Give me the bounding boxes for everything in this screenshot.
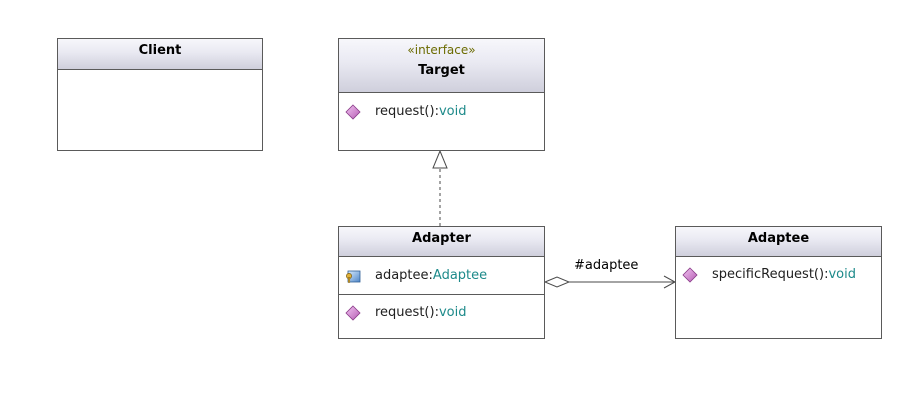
type-separator: : (434, 305, 439, 320)
class-client-name: Client (138, 43, 182, 58)
class-adapter-header: Adapter (339, 227, 544, 257)
class-target-operations: request():void (339, 93, 544, 150)
class-target-header: «interface» Target (339, 39, 544, 93)
operation-row[interactable]: request():void (339, 304, 544, 322)
operation-signature: request():void (375, 304, 466, 322)
class-adaptee-name: Adaptee (747, 231, 810, 246)
class-adaptee[interactable]: Adaptee specificRequest():void (675, 226, 882, 339)
class-target-name: Target (418, 63, 465, 78)
public-operation-icon (345, 104, 361, 120)
operation-return-type: void (438, 104, 467, 119)
operation-return-type: void (828, 267, 856, 282)
attribute-name: adaptee (375, 268, 429, 283)
public-operation-icon (345, 305, 361, 321)
class-adaptee-header: Adaptee (676, 227, 881, 257)
class-adapter[interactable]: Adapter adaptee:Adaptee (338, 226, 545, 339)
operation-name: request() (375, 305, 435, 320)
aggregation-diamond (543, 276, 571, 288)
type-separator: : (824, 267, 829, 282)
class-client[interactable]: Client (57, 38, 263, 151)
class-adapter-name: Adapter (412, 231, 471, 246)
class-target-stereotype: «interface» (407, 43, 476, 57)
aggregation-role-label: #adaptee (574, 258, 639, 273)
operation-return-type: void (438, 305, 467, 320)
class-target[interactable]: «interface» Target request():void (338, 38, 545, 151)
realization-edge[interactable] (432, 149, 448, 226)
operation-row[interactable]: request():void (339, 103, 544, 121)
class-client-header: Client (58, 39, 262, 70)
public-operation-icon (682, 267, 698, 283)
operation-row[interactable]: specificRequest():void (676, 266, 881, 284)
operation-signature: specificRequest():void (712, 266, 856, 284)
attribute-row[interactable]: adaptee:Adaptee (339, 267, 544, 285)
protected-attribute-icon (346, 270, 361, 283)
class-adapter-attributes: adaptee:Adaptee (339, 257, 544, 295)
class-adaptee-operations: specificRequest():void (676, 257, 881, 338)
realization-arrowhead (432, 149, 448, 169)
operation-name: specificRequest() (712, 267, 825, 282)
type-separator: : (428, 268, 433, 283)
aggregation-edge[interactable] (543, 275, 677, 289)
operation-signature: request():void (375, 103, 466, 121)
operation-name: request() (375, 104, 435, 119)
class-client-body (58, 70, 262, 150)
type-separator: : (434, 104, 439, 119)
attribute-signature: adaptee:Adaptee (375, 267, 487, 285)
class-adapter-operations: request():void (339, 295, 544, 338)
attribute-type: Adaptee (432, 268, 488, 283)
